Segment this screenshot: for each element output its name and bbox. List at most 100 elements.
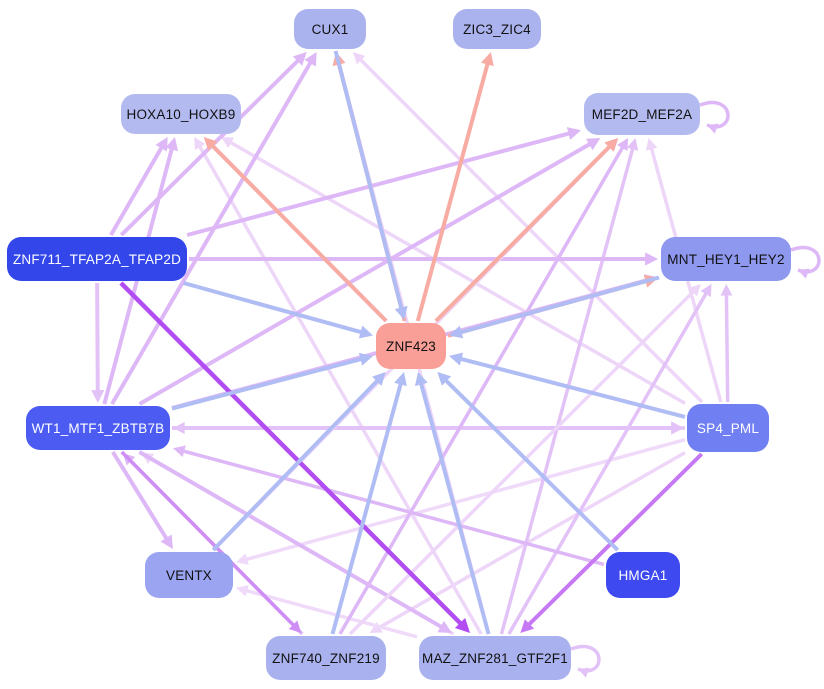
arrowhead-icon bbox=[352, 52, 366, 65]
arrowhead-icon bbox=[645, 138, 658, 151]
node-label: MNT_HEY1_HEY2 bbox=[667, 251, 785, 267]
node-VENTX[interactable]: VENTX bbox=[145, 552, 233, 598]
arrowhead-icon bbox=[566, 127, 581, 140]
edge-WT1_MTF1_ZBTB7B-CUX1 bbox=[110, 59, 314, 406]
edge-ZNF711_TFAP2A_TFAP2D-MAZ_ZNF281_GTF2F1 bbox=[119, 281, 464, 627]
arrowhead-icon bbox=[394, 372, 407, 387]
edge-HMGA1-WT1_MTF1_ZBTB7B bbox=[181, 448, 605, 567]
node-label: SP4_PML bbox=[696, 420, 760, 436]
arrowhead-icon bbox=[454, 617, 471, 633]
arrowhead-icon bbox=[288, 620, 302, 633]
arrowhead-icon bbox=[372, 372, 386, 386]
node-label: ZNF711_TFAP2A_TFAP2D bbox=[12, 251, 182, 267]
node-ZIC3_ZIC4[interactable]: ZIC3_ZIC4 bbox=[453, 9, 541, 49]
arrowhead-icon bbox=[358, 352, 373, 366]
node-label: MAZ_ZNF281_GTF2F1 bbox=[422, 650, 568, 666]
edge-MNT_HEY1_HEY2-ZNF423 bbox=[458, 275, 660, 335]
edge-MAZ_ZNF281_GTF2F1-ZNF423 bbox=[418, 381, 491, 635]
arrowhead-icon bbox=[707, 123, 719, 134]
self-loop-MNT_HEY1_HEY2 bbox=[790, 246, 821, 274]
self-loop-MAZ_ZNF281_GTF2F1 bbox=[570, 645, 601, 673]
arrowhead-icon bbox=[578, 667, 590, 678]
node-label: CUX1 bbox=[311, 21, 349, 37]
edge-WT1_MTF1_ZBTB7B-MAZ_ZNF281_GTF2F1 bbox=[138, 450, 444, 630]
edge-WT1_MTF1_ZBTB7B-ZNF740_ZNF219 bbox=[120, 450, 296, 628]
arrowhead-icon bbox=[520, 619, 535, 633]
edge-WT1_MTF1_ZBTB7B-ZNF423 bbox=[171, 356, 364, 411]
edge-ZNF711_TFAP2A_TFAP2D-WT1_MTF1_ZBTB7B bbox=[95, 282, 100, 393]
edge-SP4_PML-CUX1 bbox=[358, 57, 704, 404]
edge-MAZ_ZNF281_GTF2F1-MNT_HEY1_HEY2 bbox=[507, 291, 709, 635]
arrowhead-icon bbox=[449, 325, 464, 339]
node-label: ZNF423 bbox=[386, 338, 436, 354]
node-label: MEF2D_MEF2A bbox=[591, 106, 693, 122]
arrowhead-icon bbox=[617, 138, 629, 152]
arrowhead-icon bbox=[221, 137, 235, 148]
node-HOXA10_HOXB9[interactable]: HOXA10_HOXB9 bbox=[121, 94, 241, 134]
arrowhead-icon bbox=[203, 137, 218, 151]
arrowhead-icon bbox=[437, 620, 452, 633]
node-CUX1[interactable]: CUX1 bbox=[294, 9, 366, 49]
edge-ZNF711_TFAP2A_TFAP2D-MEF2D_MEF2A bbox=[186, 130, 572, 237]
arrowhead-icon bbox=[604, 138, 619, 152]
arrowhead-icon bbox=[91, 390, 105, 403]
arrowhead-icon bbox=[414, 372, 428, 387]
arrowhead-icon bbox=[155, 137, 168, 152]
arrowhead-icon bbox=[671, 421, 684, 435]
edge-CUX1-ZNF423 bbox=[333, 50, 404, 311]
edge-HMGA1-ZNF423 bbox=[443, 377, 620, 552]
edge-ZNF711_TFAP2A_TFAP2D-HOXA10_HOXB9 bbox=[109, 144, 165, 237]
edge-WT1_MTF1_ZBTB7B-VENTX bbox=[111, 450, 170, 542]
node-HMGA1[interactable]: HMGA1 bbox=[606, 552, 680, 598]
node-ZNF740_ZNF219[interactable]: ZNF740_ZNF219 bbox=[266, 636, 386, 680]
edge-ZNF423-MEF2D_MEF2A bbox=[434, 143, 613, 323]
self-loop-MEF2D_MEF2A bbox=[699, 101, 730, 129]
arrowhead-icon bbox=[173, 445, 186, 458]
arrowhead-icon bbox=[798, 268, 810, 279]
arrowhead-icon bbox=[394, 305, 408, 320]
node-label: HMGA1 bbox=[618, 567, 668, 583]
arrowhead-icon bbox=[437, 372, 452, 386]
edge-SP4_PML-ZNF740_ZNF219 bbox=[376, 451, 686, 630]
arrowhead-icon bbox=[236, 585, 249, 597]
edge-SP4_PML-HOXA10_HOXB9 bbox=[228, 140, 686, 405]
arrowhead-icon bbox=[358, 325, 373, 339]
edge-ZNF740_ZNF219-ZNF423 bbox=[330, 381, 404, 635]
arrowhead-icon bbox=[700, 284, 712, 298]
edge-ZNF711_TFAP2A_TFAP2D-ZNF423 bbox=[183, 281, 364, 335]
node-WT1_MTF1_ZBTB7B[interactable]: WT1_MTF1_ZBTB7B bbox=[26, 406, 170, 450]
arrowhead-icon bbox=[585, 138, 601, 151]
arrowhead-icon bbox=[688, 284, 701, 297]
node-MAZ_ZNF281_GTF2F1[interactable]: MAZ_ZNF281_GTF2F1 bbox=[419, 636, 571, 680]
node-label: ZNF740_ZNF219 bbox=[272, 650, 380, 666]
arrowhead-icon bbox=[165, 137, 179, 152]
arrowhead-icon bbox=[481, 52, 494, 67]
arrowhead-icon bbox=[292, 52, 307, 66]
edge-WT1_MTF1_ZBTB7B-MEF2D_MEF2A bbox=[138, 141, 593, 406]
edge-SP4_PML-ZNF423 bbox=[458, 356, 686, 419]
arrowhead-icon bbox=[160, 534, 173, 549]
arrowhead-icon bbox=[645, 252, 658, 266]
node-ZNF423[interactable]: ZNF423 bbox=[376, 323, 446, 369]
arrowhead-icon bbox=[236, 553, 249, 565]
node-label: ZIC3_ZIC4 bbox=[463, 21, 531, 37]
edge-MAZ_ZNF281_GTF2F1-VENTX bbox=[244, 588, 418, 639]
edge-MAZ_ZNF281_GTF2F1-MEF2D_MEF2A bbox=[499, 146, 635, 635]
edge-ZNF423-HOXA10_HOXB9 bbox=[209, 142, 388, 323]
node-ZNF711_TFAP2A_TFAP2D[interactable]: ZNF711_TFAP2A_TFAP2D bbox=[7, 237, 187, 281]
edge-ZNF740_ZNF219-MNT_HEY1_HEY2 bbox=[348, 289, 696, 636]
node-MEF2D_MEF2A[interactable]: MEF2D_MEF2A bbox=[584, 93, 700, 135]
node-label: VENTX bbox=[165, 567, 212, 583]
node-label: WT1_MTF1_ZBTB7B bbox=[31, 420, 165, 436]
node-MNT_HEY1_HEY2[interactable]: MNT_HEY1_HEY2 bbox=[661, 237, 791, 281]
edge-VENTX-ZNF423 bbox=[211, 378, 381, 552]
arrowhead-icon bbox=[304, 52, 317, 67]
node-SP4_PML[interactable]: SP4_PML bbox=[687, 404, 769, 452]
edge-SP4_PML-MNT_HEY1_HEY2 bbox=[724, 293, 730, 403]
edge-ZNF423-ZIC3_ZIC4 bbox=[415, 61, 490, 322]
node-label: HOXA10_HOXB9 bbox=[126, 106, 236, 122]
arrowhead-icon bbox=[194, 137, 206, 151]
edge-SP4_PML-MAZ_ZNF281_GTF2F1 bbox=[526, 452, 704, 628]
